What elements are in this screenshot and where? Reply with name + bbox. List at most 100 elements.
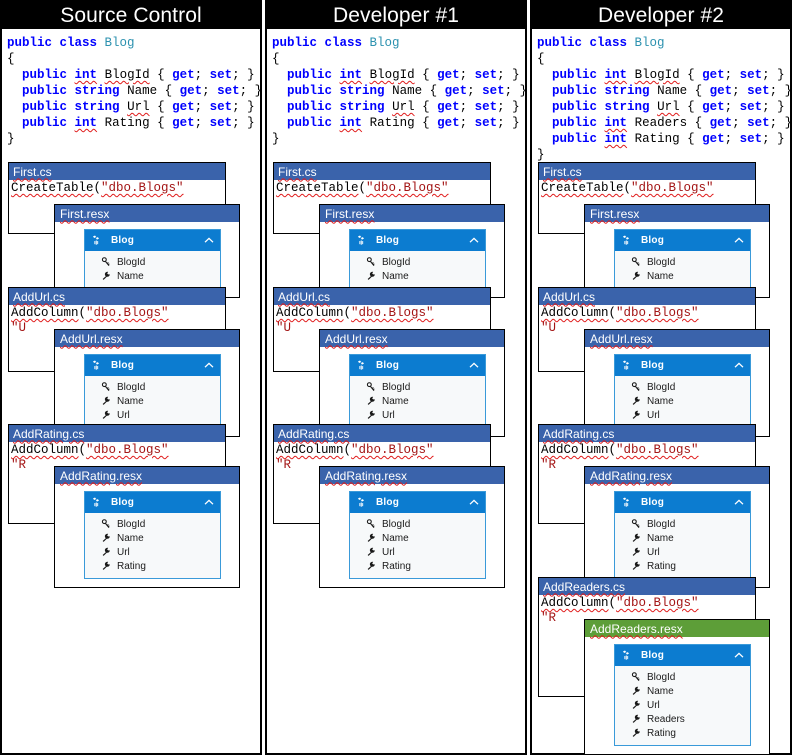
wrench-icon (631, 561, 641, 571)
entity-card-title: Blog (641, 650, 665, 661)
key-icon (101, 382, 111, 392)
entity-card-header[interactable]: Blog (615, 355, 750, 376)
entity-field-label: Name (117, 270, 144, 282)
entity-card-header[interactable]: Blog (615, 230, 750, 251)
entity-card-header[interactable]: Blog (85, 355, 220, 376)
code-token (385, 84, 393, 98)
code-line: CreateTable("dbo.Blogs" (276, 181, 490, 196)
entity-field-row: Url (615, 408, 750, 422)
code-token: Name (127, 84, 158, 98)
code-token: CreateTable (276, 181, 359, 195)
entity-field-label: Url (117, 409, 130, 421)
file-tab-cs[interactable]: AddReaders.cs (539, 578, 755, 595)
code-token: set (209, 68, 233, 82)
wrench-icon (631, 728, 641, 738)
code-token: int (604, 132, 628, 146)
file-tab-cs[interactable]: First.cs (9, 163, 225, 180)
file-tab-resx[interactable]: First.resx (55, 205, 239, 222)
file-tab-cs[interactable]: AddRating.cs (9, 425, 225, 442)
chevron-up-icon[interactable] (734, 362, 744, 369)
entity-card-header[interactable]: Blog (85, 230, 220, 251)
entity-field-row: Name (85, 394, 220, 408)
file-tab-resx[interactable]: AddUrl.resx (585, 330, 769, 347)
code-token: { (149, 116, 173, 130)
entity-field-label: Name (382, 532, 409, 544)
chevron-up-icon[interactable] (469, 362, 479, 369)
file-tab-cs[interactable]: First.cs (274, 163, 490, 180)
migration-cs-code: AddColumn("dbo.Blogs""R (539, 442, 755, 474)
entity-field-row: Name (350, 269, 485, 283)
entity-field-label: Name (382, 270, 409, 282)
code-token: ; (194, 68, 210, 82)
entity-card-header[interactable]: Blog (615, 645, 750, 666)
panel-title: Developer #2 (532, 2, 790, 29)
code-token (537, 68, 552, 82)
file-tab-cs[interactable]: AddRating.cs (274, 425, 490, 442)
chevron-up-icon[interactable] (734, 499, 744, 506)
entity-field-label: BlogId (647, 256, 676, 268)
code-line: public string Name { get; set; } (537, 83, 792, 99)
file-tab-cs[interactable]: AddUrl.cs (9, 288, 225, 305)
chevron-up-icon[interactable] (204, 237, 214, 244)
chevron-up-icon[interactable] (204, 499, 214, 506)
file-tab-resx[interactable]: AddRating.resx (55, 467, 239, 484)
entity-card-header[interactable]: Blog (350, 492, 485, 513)
file-tab-cs[interactable]: AddRating.cs (539, 425, 755, 442)
chevron-up-icon[interactable] (469, 499, 479, 506)
file-tab-resx[interactable]: First.resx (320, 205, 504, 222)
file-tab-resx[interactable]: AddUrl.resx (55, 330, 239, 347)
code-token: ; (724, 68, 740, 82)
model-class-code: public class Blog{ public int BlogId { g… (5, 33, 262, 151)
chevron-up-icon[interactable] (204, 362, 214, 369)
entity-card-header[interactable]: Blog (350, 355, 485, 376)
entity-field-row: Url (350, 545, 485, 559)
file-tab-resx[interactable]: AddRating.resx (585, 467, 769, 484)
file-tab-resx[interactable]: First.resx (585, 205, 769, 222)
wrench-icon (101, 271, 111, 281)
file-tab-cs[interactable]: AddUrl.cs (274, 288, 490, 305)
wrench-icon (366, 547, 376, 557)
code-token: set (209, 100, 233, 114)
entity-card-header[interactable]: Blog (350, 230, 485, 251)
entity-card-header[interactable]: Blog (85, 492, 220, 513)
chevron-up-icon[interactable] (734, 652, 744, 659)
code-token (120, 84, 128, 98)
key-icon (631, 257, 641, 267)
code-token: ; (194, 116, 210, 130)
code-token: ; (724, 100, 740, 114)
chevron-up-icon[interactable] (734, 237, 744, 244)
code-token: "dbo.Blogs" (366, 181, 449, 195)
entity-field-row: Name (615, 394, 750, 408)
code-token (7, 68, 22, 82)
file-tab-cs[interactable]: AddUrl.cs (539, 288, 755, 305)
file-tab-cs[interactable]: First.cs (539, 163, 755, 180)
chevron-up-icon[interactable] (469, 237, 479, 244)
entity-card-header[interactable]: Blog (615, 492, 750, 513)
file-tab-resx[interactable]: AddReaders.resx (585, 620, 769, 637)
file-tab-resx-label: First.resx (590, 206, 640, 221)
file-tab-cs-label: First.cs (278, 164, 317, 179)
file-tab-cs-label: AddReaders.cs (543, 579, 626, 594)
code-token: set (474, 116, 498, 130)
wrench-icon (366, 410, 376, 420)
file-tab-resx[interactable]: AddUrl.resx (320, 330, 504, 347)
file-tab-resx[interactable]: AddRating.resx (320, 467, 504, 484)
